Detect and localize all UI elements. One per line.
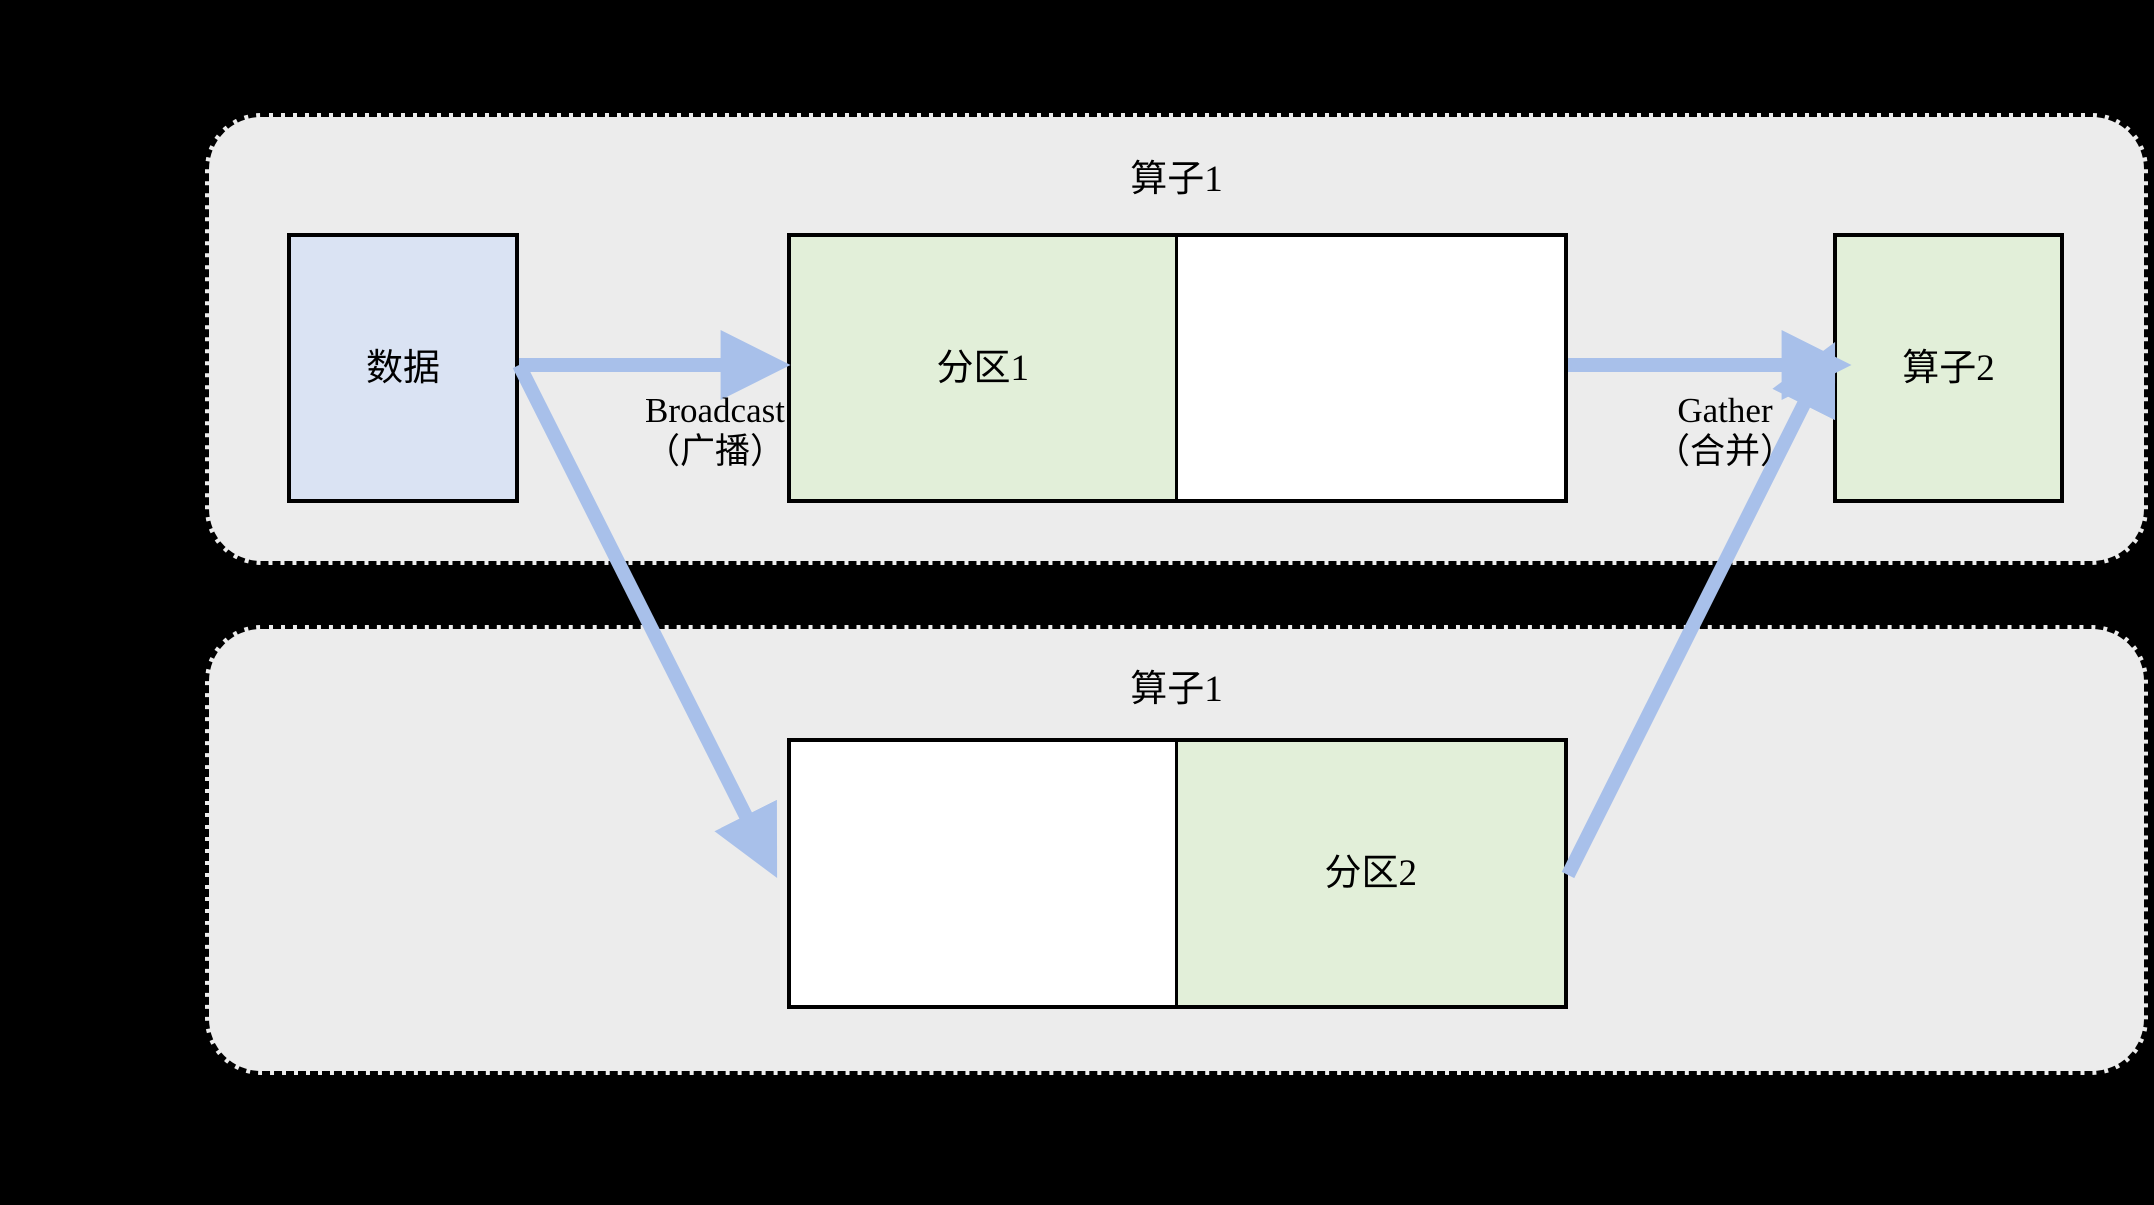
data-box[interactable]: 数据 <box>287 233 519 503</box>
group-bottom-title: 算子1 <box>1130 669 1223 710</box>
partition-2-cell[interactable]: 分区2 <box>1177 742 1564 1005</box>
group-top-title: 算子1 <box>1130 159 1223 200</box>
operator-2-box[interactable]: 算子2 <box>1833 233 2064 503</box>
partition-1-cell[interactable]: 分区1 <box>791 237 1178 499</box>
partition-row-bottom: 分区2 <box>787 738 1568 1009</box>
gather-label-en: Gather <box>1677 391 1773 430</box>
broadcast-label-zh: （广播） <box>644 432 785 472</box>
gather-label: Gather （合并） <box>1580 390 1870 473</box>
partition-row-top: 分区1 <box>787 233 1568 503</box>
partition-top-empty-cell[interactable] <box>1177 237 1564 499</box>
gather-label-zh: （合并） <box>1654 432 1795 472</box>
broadcast-label: Broadcast （广播） <box>570 390 860 473</box>
partition-bottom-empty-cell[interactable] <box>791 742 1178 1005</box>
broadcast-label-en: Broadcast <box>645 391 785 430</box>
